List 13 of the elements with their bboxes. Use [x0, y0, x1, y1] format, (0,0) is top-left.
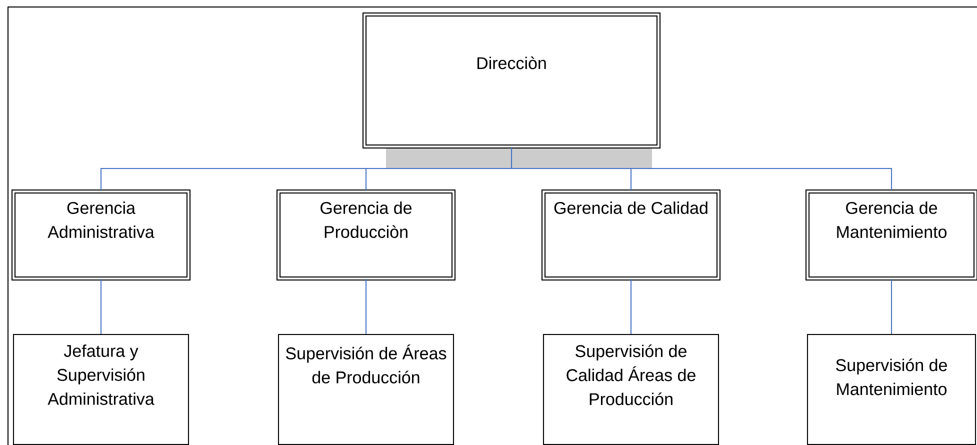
- org-box: Supervisión de Áreas de Producción: [278, 334, 454, 445]
- org-box: Direcciòn: [362, 12, 660, 148]
- org-box: Gerencia de Mantenimiento: [806, 190, 977, 280]
- org-box: Gerencia de Calidad: [542, 190, 720, 280]
- connector-line: [100, 278, 102, 334]
- connector-line: [630, 278, 632, 334]
- connector-line: [891, 278, 892, 334]
- org-box: Supervisión de Mantenimiento: [807, 334, 976, 445]
- org-box: Gerencia de Producciòn: [276, 190, 456, 280]
- org-box: Supervisión de Calidad Áreas de Producción: [543, 334, 719, 445]
- connector-line: [511, 146, 892, 192]
- org-box: Jefatura y Supervisión Administrativa: [13, 334, 189, 445]
- org-box: Gerencia Administrativa: [12, 190, 190, 280]
